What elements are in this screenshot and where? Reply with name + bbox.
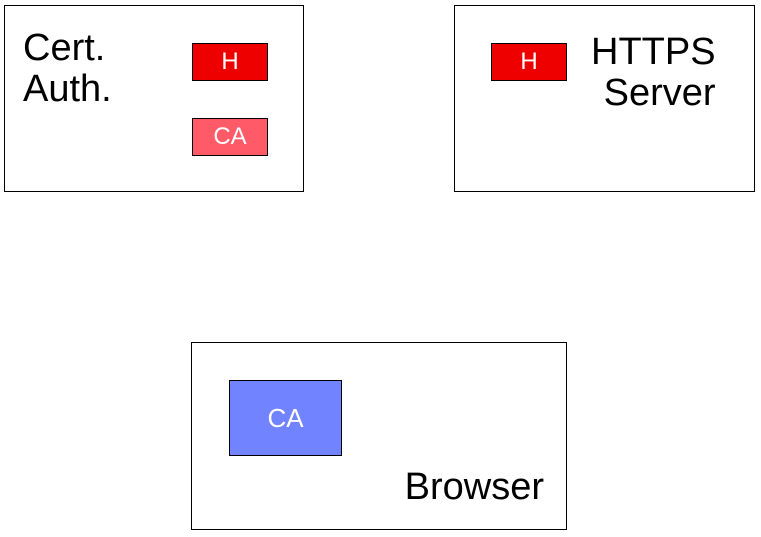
browser-box: CA Browser bbox=[191, 342, 567, 530]
ca-certificate: CA bbox=[192, 118, 268, 156]
cert-authority-box: Cert. Auth. H CA bbox=[4, 5, 304, 192]
browser-label: Browser bbox=[404, 466, 544, 508]
browser-ca-certificate: CA bbox=[229, 380, 342, 456]
https-server-box: HTTPS Server H bbox=[454, 5, 755, 192]
https-server-label: HTTPS Server bbox=[591, 31, 716, 115]
cert-authority-label: Cert. Auth. bbox=[23, 27, 112, 111]
server-certificate-h: H bbox=[491, 43, 567, 81]
server-certificate-h: H bbox=[192, 43, 268, 81]
